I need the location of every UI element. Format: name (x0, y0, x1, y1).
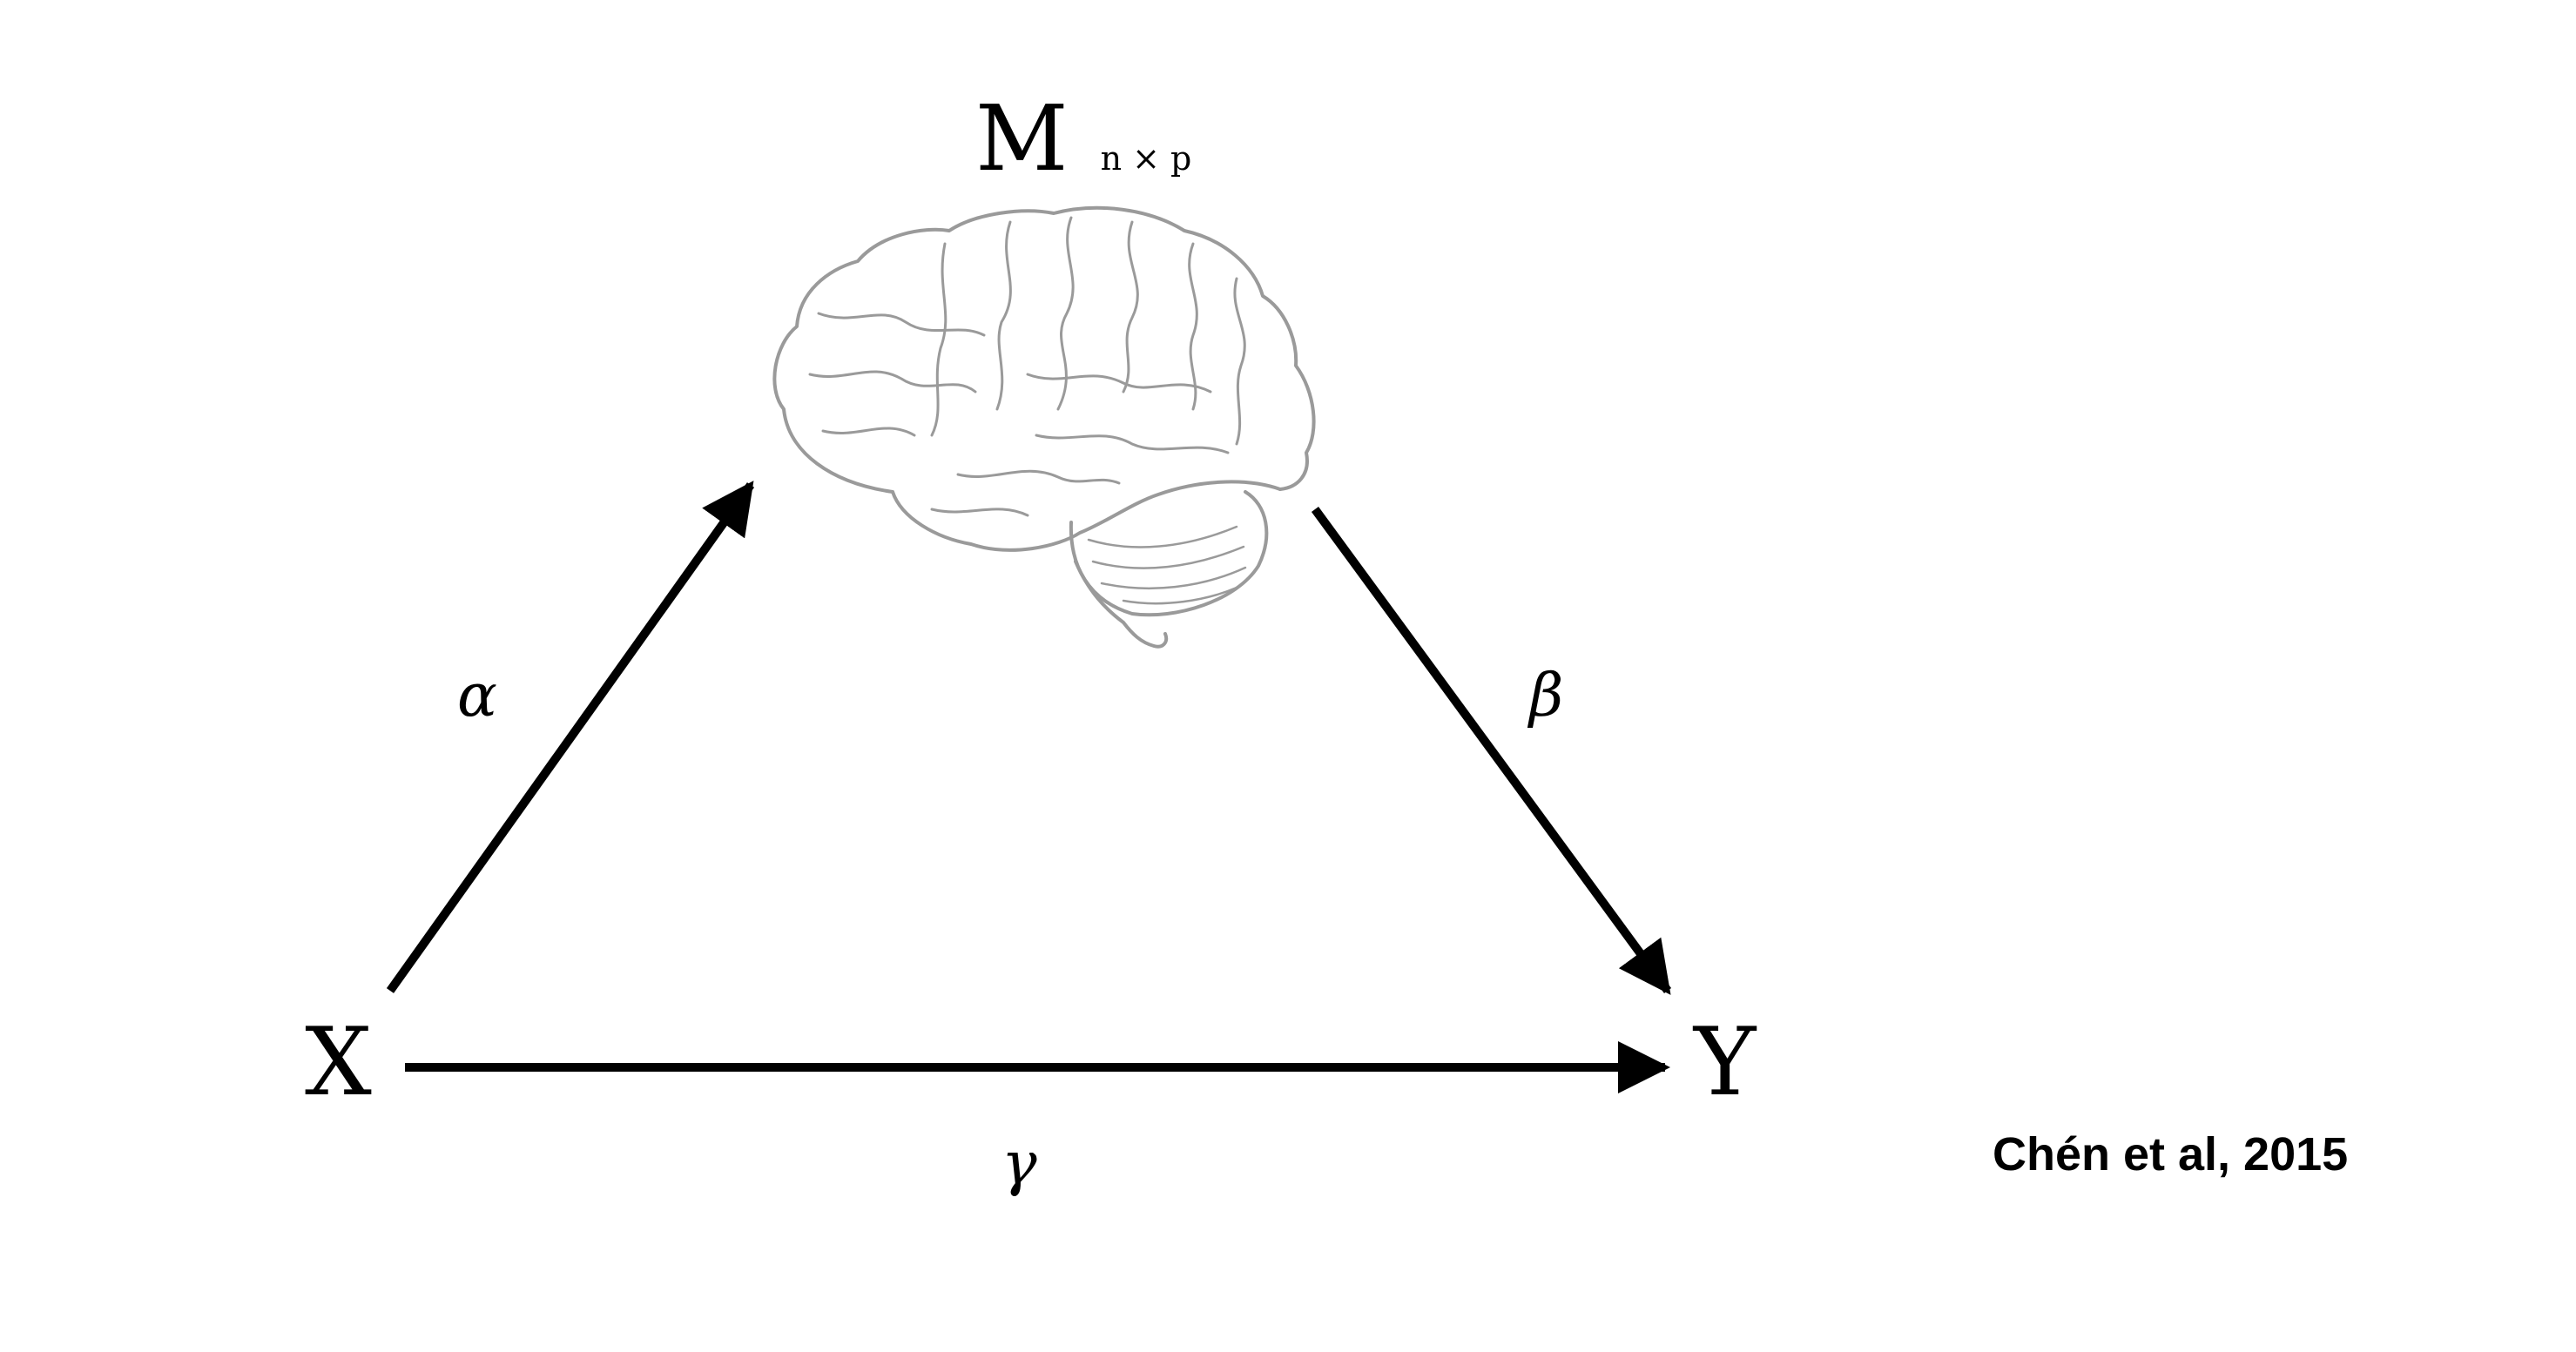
alpha-arrow (386, 481, 755, 993)
beta-label: β (1527, 662, 1563, 730)
mediator-label: M n × p (975, 85, 1191, 192)
node-x: X (305, 1008, 372, 1117)
node-y: Y (1692, 1008, 1757, 1117)
alpha-label: α (457, 662, 497, 730)
gamma-label: γ (1001, 1130, 1037, 1199)
citation: Chén et al, 2015 (1993, 1128, 2348, 1180)
mediator-subscript: n × p (1101, 139, 1192, 178)
beta-arrow (1311, 507, 1672, 995)
brain-icon (772, 205, 1316, 649)
mediator-symbol: M (975, 85, 1069, 192)
